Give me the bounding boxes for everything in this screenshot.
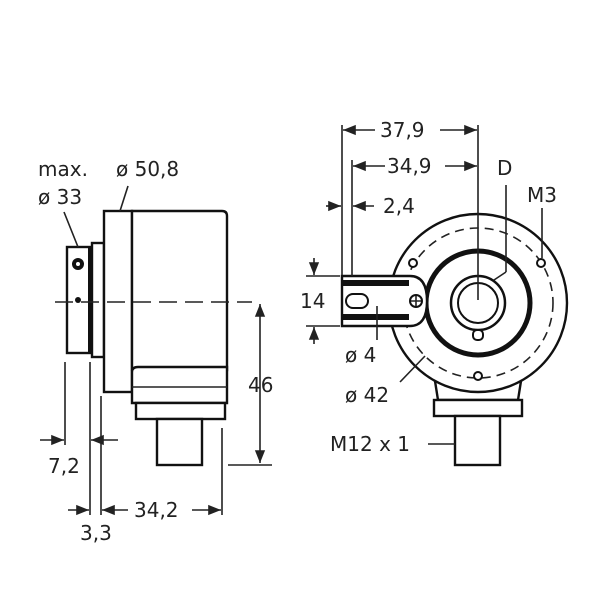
stator-bracket xyxy=(340,274,429,328)
mounting-plate xyxy=(90,241,106,359)
side-view: 46 7,2 34,2 3,3 max. ø 33 ø 50,8 xyxy=(38,157,273,545)
dim-7-2-label: 7,2 xyxy=(48,454,80,478)
connector-housing xyxy=(130,365,229,467)
max-label: max. xyxy=(38,157,88,181)
front-view: 37,9 34,9 2,4 14 ø 4 ø 42 M12 x 1 D M3 xyxy=(300,118,569,467)
dim-3-3-label: 3,3 xyxy=(80,521,112,545)
housing-diameter-label: ø 50,8 xyxy=(116,157,179,181)
pin-diameter-label: ø 4 xyxy=(345,343,376,367)
clamp-diameter-label: ø 33 xyxy=(38,185,82,209)
dim-2-4-label: 2,4 xyxy=(383,194,415,218)
housing-body xyxy=(130,209,229,372)
mounting-holes xyxy=(408,258,546,381)
dim-34-9-label: 34,9 xyxy=(387,154,432,178)
shaft-diameter-label: D xyxy=(497,156,512,180)
dim-14-label: 14 xyxy=(300,289,325,313)
keyway-slot xyxy=(472,329,484,341)
m3-thread-label: M3 xyxy=(527,183,557,207)
dim-37-9-label: 37,9 xyxy=(380,118,425,142)
dim-46-label: 46 xyxy=(248,373,273,397)
bolt-circle-label: ø 42 xyxy=(345,383,389,407)
dim-34-2-label: 34,2 xyxy=(134,498,179,522)
connector-thread-label: M12 x 1 xyxy=(330,432,410,456)
clamp-ring xyxy=(65,245,92,355)
